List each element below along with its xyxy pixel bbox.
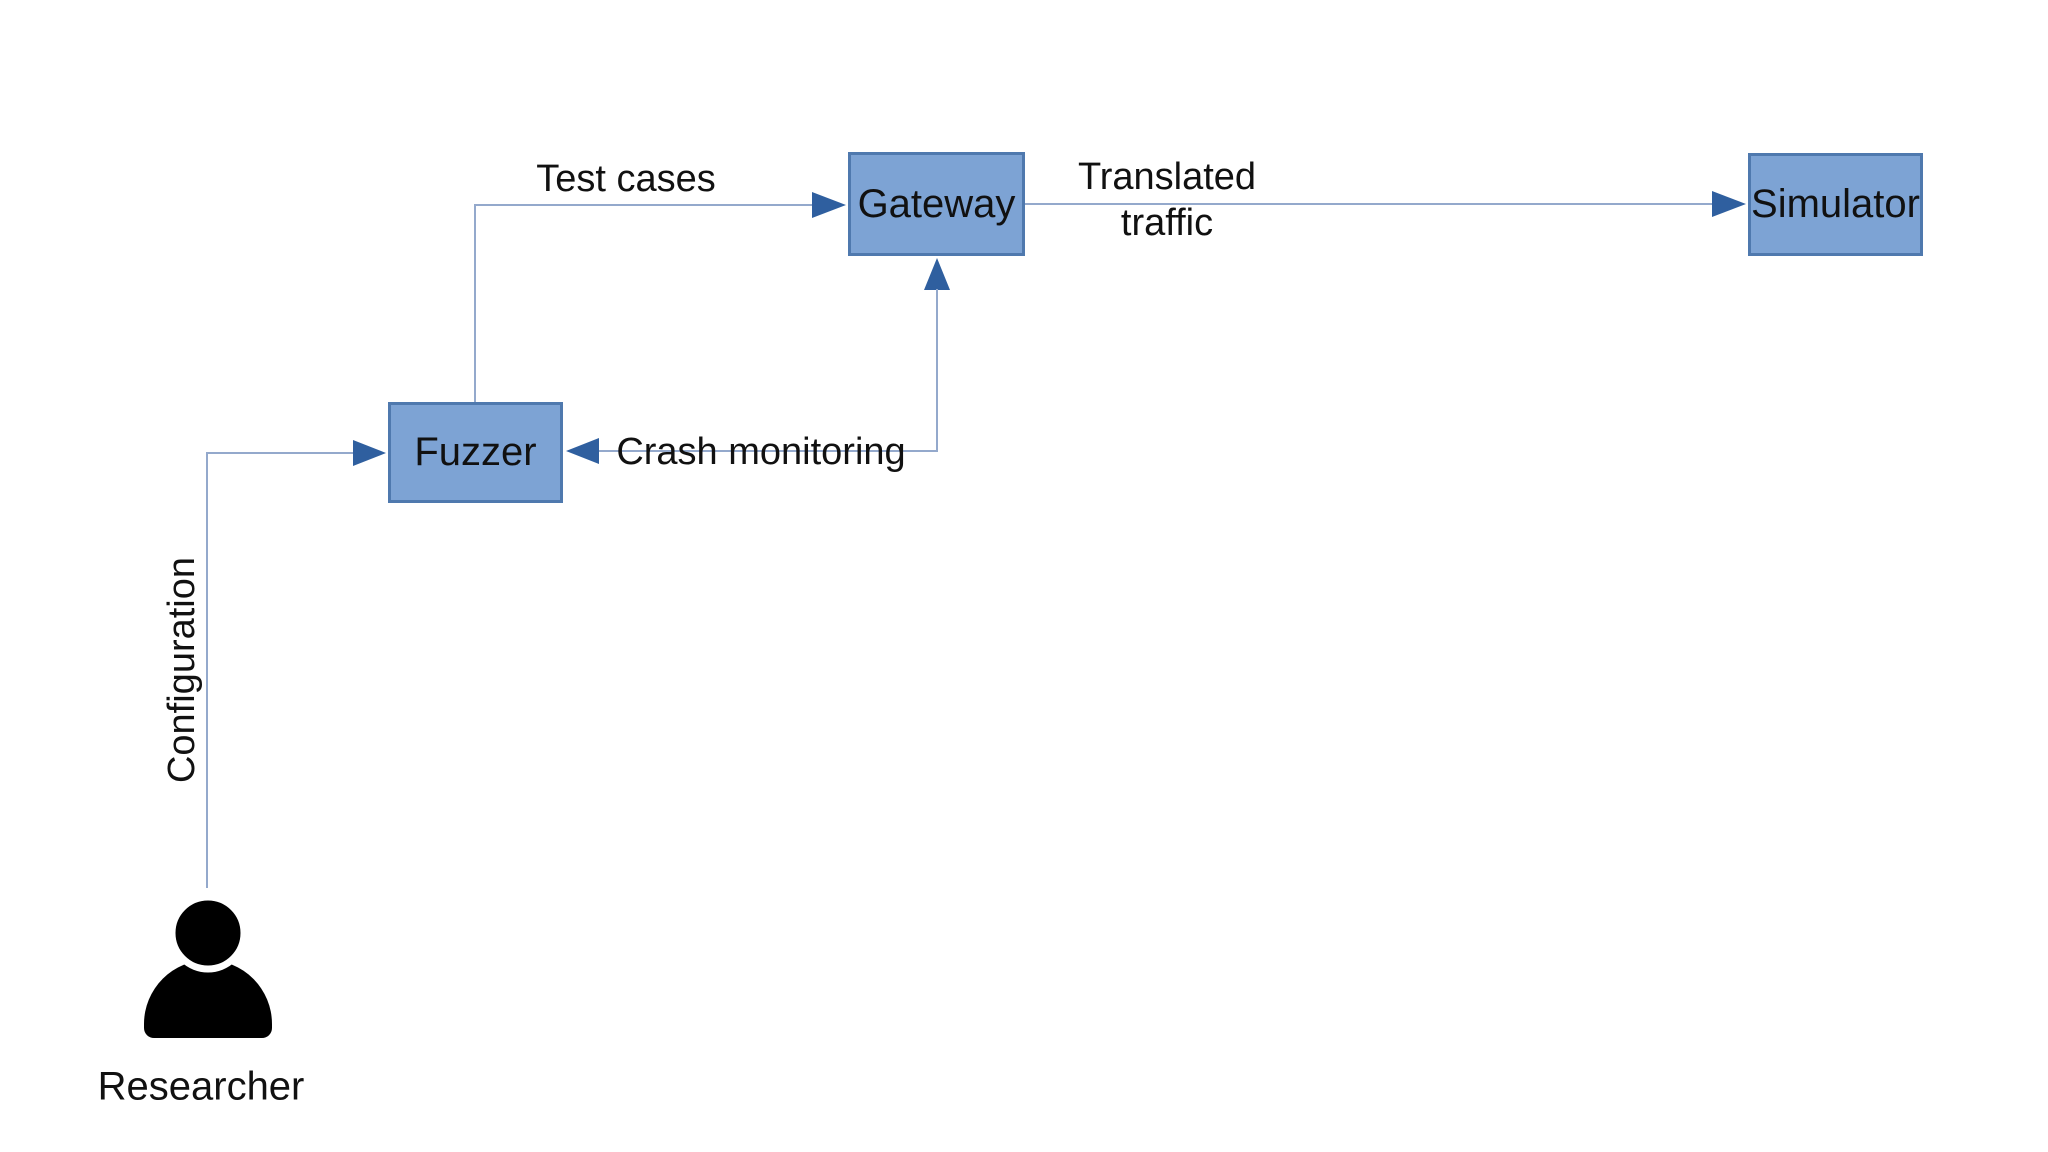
researcher-label: Researcher (97, 1064, 305, 1109)
arrowhead-into-gateway-left (812, 192, 846, 218)
arrowhead-into-gateway-bottom (924, 258, 950, 290)
node-simulator: Simulator (1748, 153, 1923, 256)
edge-label-translated-traffic: Translated traffic (1077, 156, 1257, 244)
edge-translated-traffic (1025, 191, 1746, 217)
node-fuzzer-label: Fuzzer (414, 430, 537, 474)
edge-test-cases (474, 192, 846, 402)
arrowhead-into-fuzzer-right (566, 438, 599, 464)
node-fuzzer: Fuzzer (388, 402, 563, 503)
node-gateway: Gateway (848, 152, 1025, 256)
edge-label-crash-monitoring: Crash monitoring (616, 431, 906, 473)
edge-configuration (206, 440, 386, 888)
node-simulator-label: Simulator (1751, 182, 1920, 226)
edge-label-test-cases: Test cases (536, 158, 716, 200)
arrowhead-into-simulator-left (1712, 191, 1746, 217)
edge-crash-monitoring (566, 258, 950, 464)
edge-label-configuration: Configuration (161, 556, 203, 784)
arrowhead-into-fuzzer-left (353, 440, 386, 466)
node-gateway-label: Gateway (857, 181, 1016, 226)
